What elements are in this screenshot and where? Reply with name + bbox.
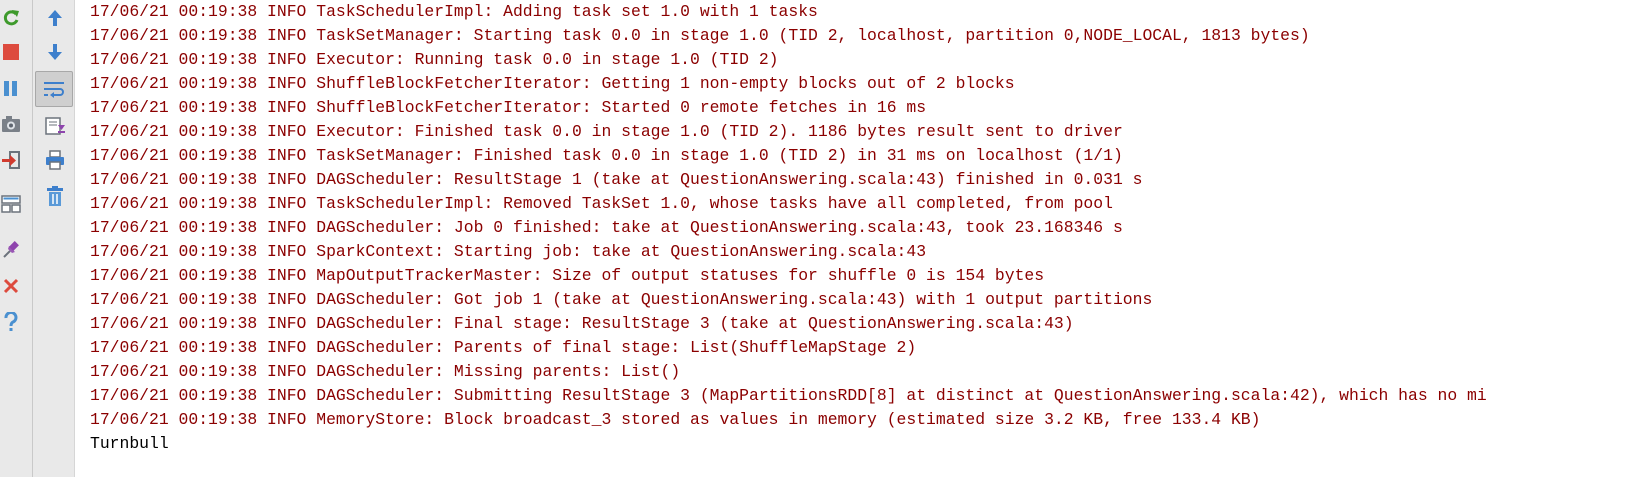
console-line: 17/06/21 00:19:38 INFO TaskSchedulerImpl…	[90, 2, 818, 21]
console-line: 17/06/21 00:19:38 INFO Executor: Running…	[90, 50, 779, 69]
console-output[interactable]: 17/06/21 00:19:38 INFO TaskSchedulerImpl…	[90, 0, 1651, 477]
console-line: 17/06/21 00:19:38 INFO DAGScheduler: Par…	[90, 338, 917, 357]
console-line: 17/06/21 00:19:38 INFO MapOutputTrackerM…	[90, 266, 1045, 285]
stop-icon	[2, 43, 20, 61]
print-button[interactable]	[33, 144, 76, 176]
console-line: 17/06/21 00:19:38 INFO MemoryStore: Bloc…	[90, 410, 1261, 429]
restore-layout-button[interactable]	[0, 190, 22, 218]
soft-wrap-icon	[42, 79, 66, 99]
scroll-to-end-icon	[44, 115, 66, 137]
console-line: 17/06/21 00:19:38 INFO Executor: Finishe…	[90, 122, 1123, 141]
console-line: 17/06/21 00:19:38 INFO DAGScheduler: Job…	[90, 218, 1123, 237]
trash-icon	[45, 185, 65, 207]
console-line: 17/06/21 00:19:38 INFO ShuffleBlockFetch…	[90, 74, 1015, 93]
console-line: 17/06/21 00:19:38 INFO DAGScheduler: Fin…	[90, 314, 1074, 333]
rerun-button[interactable]	[0, 4, 22, 32]
dump-threads-button[interactable]	[0, 110, 22, 138]
console-output-line: Turnbull	[90, 434, 169, 453]
attach-button[interactable]	[0, 146, 22, 174]
scroll-to-end-button[interactable]	[33, 110, 76, 142]
console-line: 17/06/21 00:19:38 INFO ShuffleBlockFetch…	[90, 98, 927, 117]
console-line: 17/06/21 00:19:38 INFO DAGScheduler: Mis…	[90, 362, 681, 381]
console-line: 17/06/21 00:19:38 INFO DAGScheduler: Got…	[90, 290, 1153, 309]
run-toolbar	[0, 0, 32, 477]
stop-button[interactable]	[0, 38, 22, 66]
clear-all-button[interactable]	[33, 180, 76, 212]
soft-wrap-button[interactable]	[35, 71, 73, 107]
up-the-stack-button[interactable]	[33, 2, 76, 34]
console-line: 17/06/21 00:19:38 INFO TaskSetManager: F…	[90, 146, 1123, 165]
pin-icon	[1, 240, 21, 260]
rerun-icon	[1, 8, 21, 28]
pause-icon	[2, 79, 20, 97]
console-line: 17/06/21 00:19:38 INFO TaskSchedulerImpl…	[90, 194, 1113, 213]
up-arrow-icon	[46, 8, 64, 28]
down-the-stack-button[interactable]	[33, 36, 76, 68]
down-arrow-icon	[46, 42, 64, 62]
print-icon	[44, 150, 66, 170]
console-toolbar	[32, 0, 75, 477]
pause-button[interactable]	[0, 74, 22, 102]
help-button[interactable]	[0, 308, 22, 336]
console-line: 17/06/21 00:19:38 INFO SparkContext: Sta…	[90, 242, 927, 261]
console-line: 17/06/21 00:19:38 INFO DAGScheduler: Sub…	[90, 386, 1487, 405]
close-icon	[2, 277, 20, 295]
login-icon	[1, 150, 21, 170]
console-line: 17/06/21 00:19:38 INFO DAGScheduler: Res…	[90, 170, 1143, 189]
pin-tab-button[interactable]	[0, 236, 22, 264]
close-button[interactable]	[0, 272, 22, 300]
camera-icon	[1, 115, 21, 133]
console-line: 17/06/21 00:19:38 INFO TaskSetManager: S…	[90, 26, 1310, 45]
layout-icon	[1, 194, 21, 214]
help-icon	[2, 312, 20, 332]
